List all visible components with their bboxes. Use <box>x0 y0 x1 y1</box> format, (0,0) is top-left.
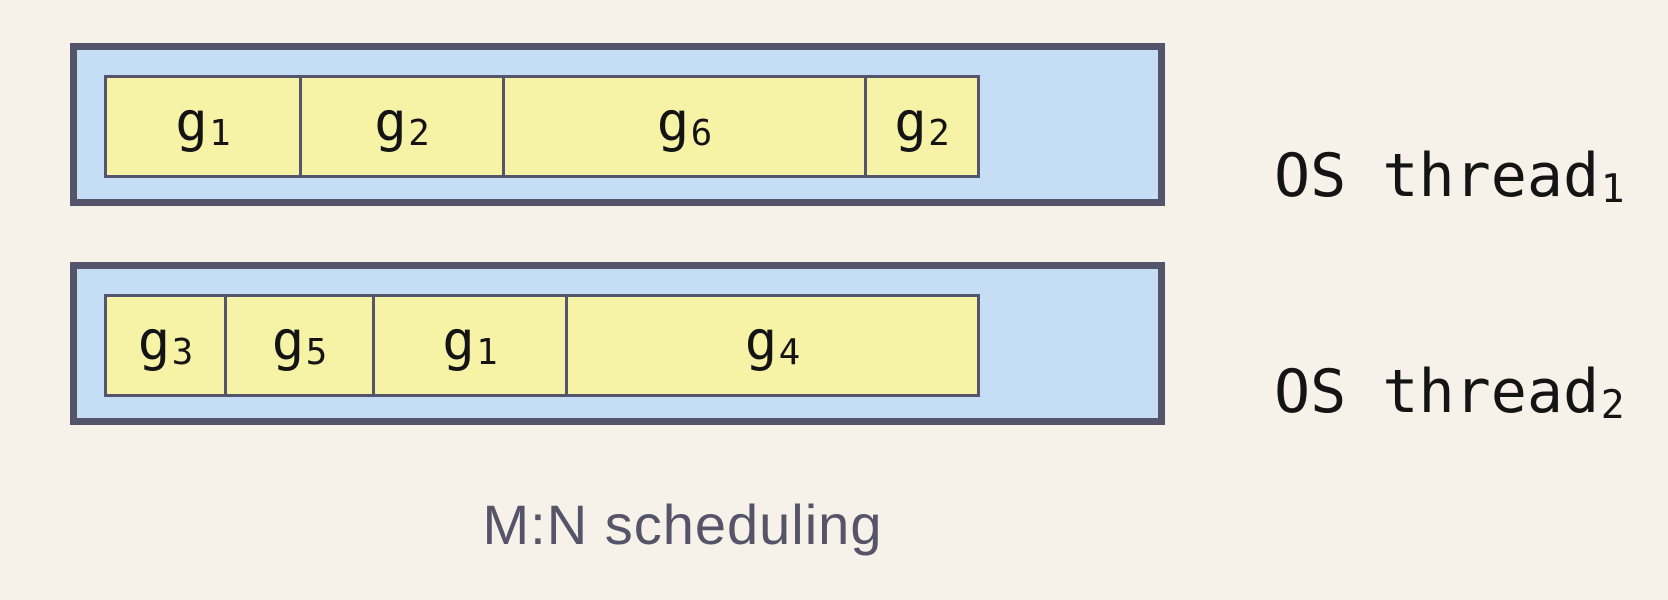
os-thread-bar-1: g1 g2 g6 g2 <box>70 43 1165 206</box>
goroutine-label: g3 <box>137 309 194 374</box>
goroutine-segment: g2 <box>864 78 977 175</box>
goroutine-label-subscript: 3 <box>171 332 194 374</box>
goroutine-queue-thread-1: g1 g2 g6 g2 <box>104 75 980 178</box>
goroutine-label: g2 <box>374 90 430 155</box>
goroutine-label-subscript: 5 <box>305 332 328 374</box>
goroutine-label-subscript: 1 <box>476 332 498 374</box>
goroutine-label: g5 <box>271 309 328 374</box>
goroutine-segment: g1 <box>107 78 299 175</box>
goroutine-label-subscript: 1 <box>209 113 231 155</box>
goroutine-label-subscript: 6 <box>690 113 713 155</box>
goroutine-segment: g6 <box>502 78 864 175</box>
goroutine-segment: g1 <box>372 297 565 394</box>
os-thread-1-label-subscript: 1 <box>1600 165 1625 212</box>
goroutine-label: g6 <box>656 90 713 155</box>
goroutine-label: g2 <box>894 90 950 155</box>
goroutine-label: g4 <box>744 309 801 374</box>
os-thread-1-label: OS thread1 <box>1274 141 1625 212</box>
goroutine-label-subscript: 4 <box>778 332 801 374</box>
os-thread-2-label-subscript: 2 <box>1600 381 1625 428</box>
goroutine-label-subscript: 2 <box>408 113 430 155</box>
goroutine-label: g1 <box>175 90 231 155</box>
diagram-caption: M:N scheduling <box>482 493 883 556</box>
goroutine-label-subscript: 2 <box>928 113 950 155</box>
goroutine-label: g1 <box>442 309 498 374</box>
goroutine-segment: g5 <box>224 297 372 394</box>
os-thread-bar-2: g3 g5 g1 g4 <box>70 262 1165 425</box>
goroutine-segment: g4 <box>565 297 977 394</box>
goroutine-queue-thread-2: g3 g5 g1 g4 <box>104 294 980 397</box>
goroutine-segment: g2 <box>299 78 502 175</box>
goroutine-segment: g3 <box>107 297 224 394</box>
os-thread-2-label: OS thread2 <box>1274 357 1625 428</box>
